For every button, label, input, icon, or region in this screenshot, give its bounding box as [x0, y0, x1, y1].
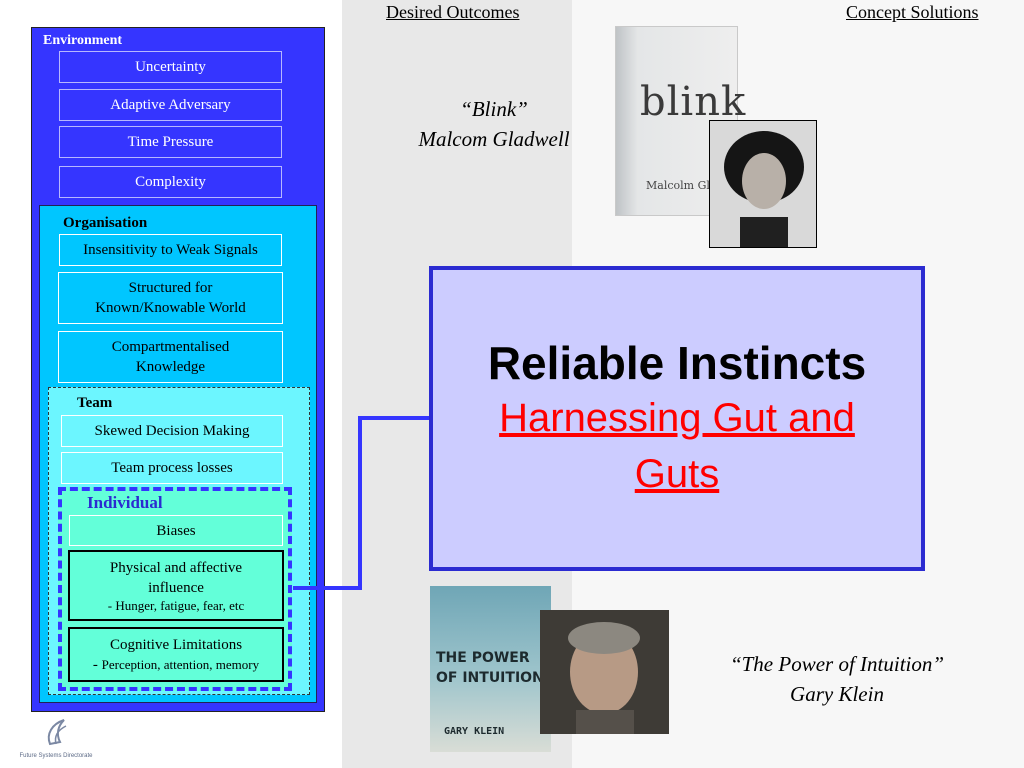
blink-quote: “Blink” Malcom Gladwell [380, 94, 608, 154]
physical-affective-box: Physical and affective influence - Hunge… [68, 550, 284, 621]
logo-text: Future Systems Directorate [19, 753, 93, 759]
uncertainty-box: Uncertainty [59, 51, 282, 83]
cognitive-title: Cognitive Limitations [109, 636, 243, 653]
physical-line2: influence [148, 579, 204, 596]
connector-path [293, 416, 430, 590]
compartmentalised-box: Compartmentalised Knowledge [58, 331, 283, 383]
cognitive-detail: Perception, attention, memory [101, 656, 260, 672]
main-subtitle-line1: Harnessing Gut and [499, 395, 855, 440]
intuition-cover-author: GARY KLEIN [444, 726, 505, 737]
weak-signals-box: Insensitivity to Weak Signals [59, 234, 282, 266]
future-systems-logo: Future Systems Directorate [16, 716, 96, 762]
main-title: Reliable Instincts [487, 336, 867, 389]
biases-box: Biases [69, 515, 283, 546]
physical-detail: - Hunger, fatigue, fear, etc [107, 597, 245, 613]
concept-solutions-header: Concept Solutions [846, 2, 979, 22]
skewed-decision-box: Skewed Decision Making [61, 415, 283, 447]
compartmentalised-line1: Compartmentalised [111, 339, 230, 355]
logo-mark-icon [47, 719, 67, 746]
intuition-quote: “The Power of Intuition” Gary Klein [690, 649, 984, 709]
gladwell-photo [709, 120, 817, 248]
klein-portrait [540, 610, 669, 734]
team-process-box: Team process losses [61, 452, 283, 484]
environment-label: Environment [43, 33, 123, 48]
klein-photo [540, 610, 669, 734]
reliable-instincts-box: Reliable Instincts Harnessing Gut and Gu… [429, 266, 925, 571]
time-pressure-box: Time Pressure [59, 126, 282, 158]
blink-quote-title: “Blink” [460, 97, 528, 121]
team-label: Team [77, 395, 113, 411]
cognitive-limitations-box: Cognitive Limitations - Perception, atte… [68, 627, 284, 682]
intuition-quote-title: “The Power of Intuition” [729, 652, 945, 676]
complexity-box: Complexity [59, 166, 282, 198]
intuition-cover-line2: OF INTUITION [436, 670, 544, 686]
physical-line1: Physical and affective [109, 559, 243, 576]
intuition-cover-line1: THE POWER [436, 650, 530, 666]
structured-box: Structured for Known/Knowable World [58, 272, 283, 324]
organisation-label: Organisation [63, 215, 148, 231]
compartmentalised-line2: Knowledge [135, 359, 206, 375]
blink-cover-title: blink [640, 79, 747, 125]
blink-cover-author: Malcolm Glad [646, 179, 724, 192]
cognitive-dash: - [92, 656, 98, 673]
structured-line2: Known/Knowable World [95, 300, 246, 316]
structured-line1: Structured for [128, 280, 213, 296]
desired-outcomes-header: Desired Outcomes [386, 2, 520, 22]
gladwell-portrait [710, 121, 816, 247]
adaptive-adversary-box: Adaptive Adversary [59, 89, 282, 121]
intuition-book-cover: THE POWER OF INTUITION GARY KLEIN [430, 586, 551, 752]
intuition-quote-author: Gary Klein [790, 682, 884, 706]
individual-label: Individual [87, 493, 163, 512]
main-subtitle-line2: Guts [634, 451, 720, 496]
blink-quote-author: Malcom Gladwell [418, 127, 570, 151]
